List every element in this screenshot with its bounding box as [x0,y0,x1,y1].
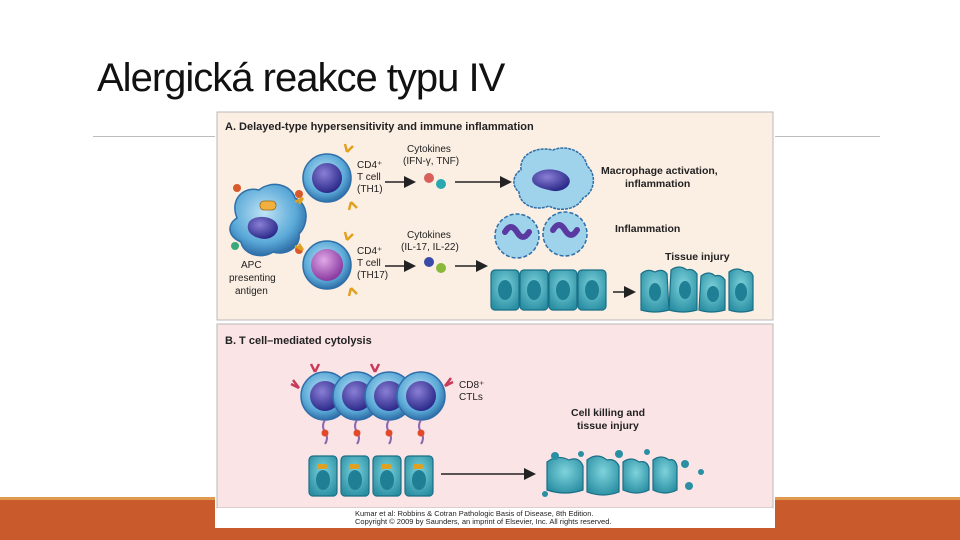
credit-strip [217,508,773,526]
th1-label-line2: T cell [357,172,381,183]
cytokines-2-label-line1: Cytokines [407,230,451,241]
healthy-tissue-row [490,269,607,311]
th17-label-line1: CD4⁺ [357,246,382,257]
apc-label-line2: presenting [229,273,276,284]
panel-a-title: A. Delayed-type hypersensitivity and imm… [225,121,534,133]
th17-cell [294,231,358,297]
th17-label-line2: T cell [357,258,381,269]
tcr-mhc-contacts [321,419,425,445]
cytokines-1-label-line1: Cytokines [407,144,451,155]
injured-tissue-row [640,266,754,313]
hypersensitivity-figure: A. Delayed-type hypersensitivity and imm… [215,110,775,528]
credit-line1: Kumar et al: Robbins & Cotran Pathologic… [355,509,593,518]
killing-label-line1: Cell killing and [571,407,645,419]
neutrophil-cell [494,213,540,259]
apc-label-line3: antigen [235,286,268,297]
macrophage-label-line2: inflammation [625,178,690,190]
neutrophil-cell [542,211,588,257]
panel-b-background [216,323,774,509]
th1-cell [294,143,358,211]
apc-label-line1: APC [241,260,262,271]
th1-label-line1: CD4⁺ [357,160,382,171]
figure-svg: A. Delayed-type hypersensitivity and imm… [216,111,774,526]
apc-cell [229,183,307,257]
cytokine-dot [436,179,446,189]
target-tissue-row [308,455,434,497]
cytokine-dot [424,257,434,267]
macrophage-label-line1: Macrophage activation, [601,165,718,177]
cytokine-dot [424,173,434,183]
th17-label-line3: (TH17) [357,270,388,281]
cytokines-1-label-line2: (IFN-γ, TNF) [403,156,459,167]
inflammation-label: Inflammation [615,223,680,235]
cytokine-dot [436,263,446,273]
slide-title: Alergická reakce typu IV [97,56,505,100]
panel-b-title: B. T cell–mediated cytolysis [225,335,372,347]
cytokines-2-label-line2: (IL-17, IL-22) [401,242,459,253]
cd8-ctl-cells [290,363,454,421]
ctl-label-line1: CD8⁺ [459,380,484,391]
tissue-injury-label: Tissue injury [665,251,730,263]
ctl-label-line2: CTLs [459,392,483,403]
killed-tissue-cells [542,449,704,497]
credit-line2: Copyright © 2009 by Saunders, an imprint… [355,517,611,526]
activated-macrophage [513,147,595,211]
killing-label-line2: tissue injury [577,420,639,432]
th1-label-line3: (TH1) [357,184,383,195]
